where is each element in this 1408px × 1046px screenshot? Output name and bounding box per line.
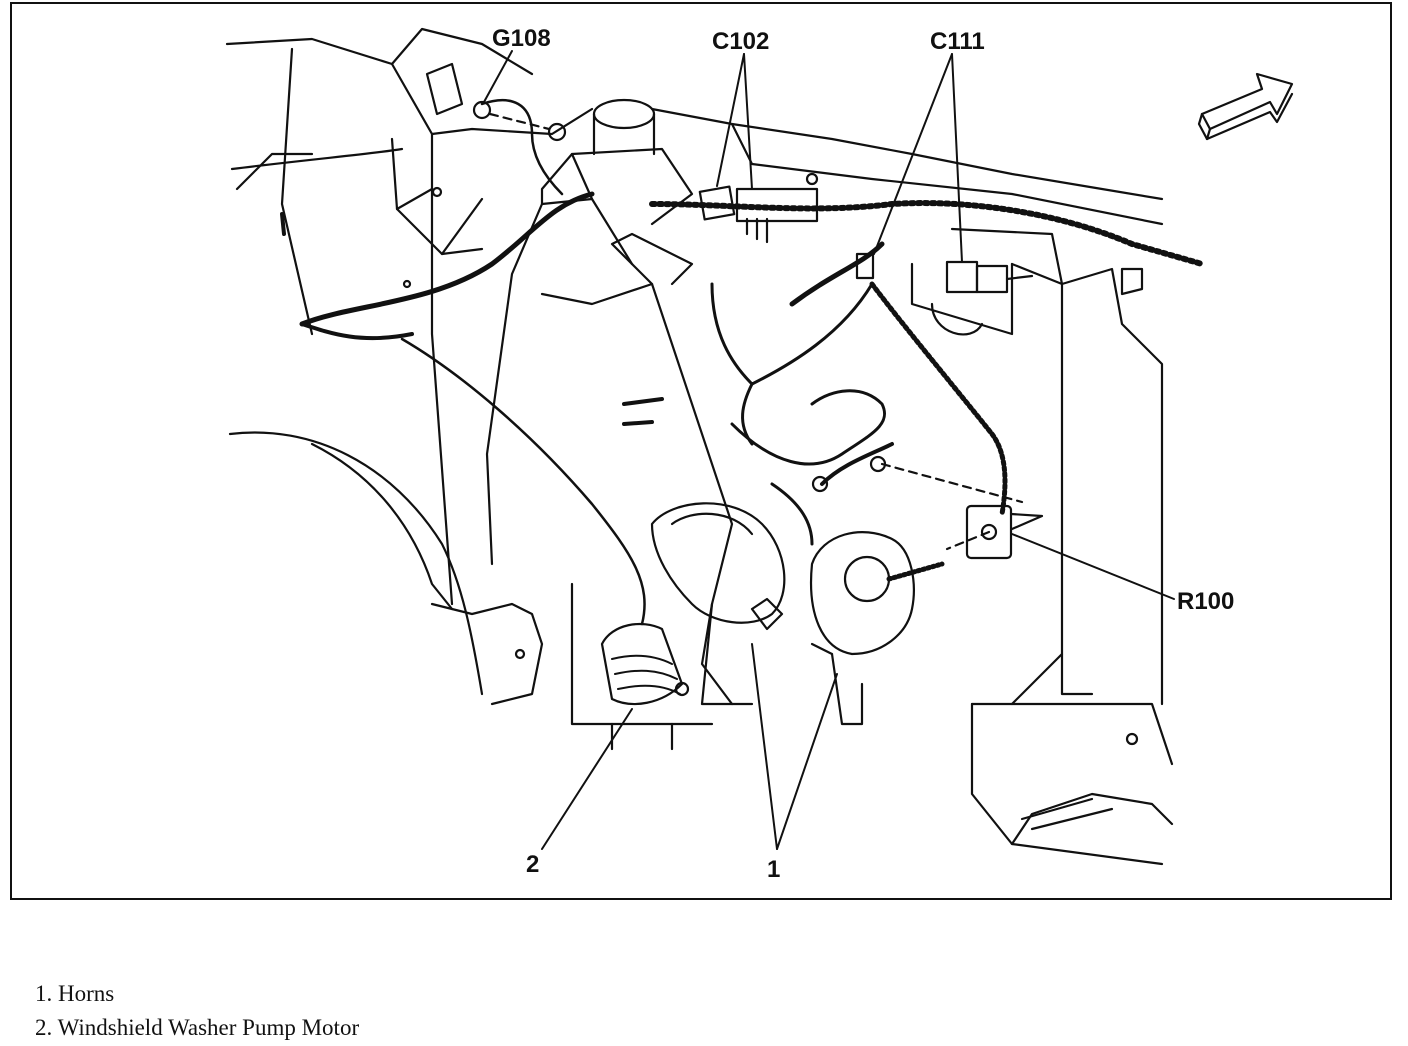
diagram-frame: G108 C102 C111 R100 2 1: [10, 2, 1392, 900]
r100-resistor: [811, 455, 1044, 560]
radiator-support-outline: [910, 227, 1174, 866]
horn-right: [810, 531, 945, 726]
c102-connectors: [698, 172, 819, 244]
leader-lines: [483, 50, 1175, 850]
g108-ground-point: [425, 62, 567, 142]
legend: 1. Horns 2. Windshield Washer Pump Motor: [35, 977, 359, 1045]
horn-left: [650, 502, 786, 706]
callout-g108: G108: [492, 25, 551, 52]
fender-outline: [228, 132, 544, 706]
callout-c111: C111: [930, 28, 985, 55]
body-panel-outline: [225, 27, 1164, 336]
callout-2: 2: [526, 851, 539, 878]
legend-item-horns: 1. Horns: [35, 981, 115, 1006]
callout-r100: R100: [1177, 588, 1234, 615]
callout-1: 1: [767, 856, 780, 883]
washer-pump-motor: [600, 622, 690, 706]
c111-connector: [855, 252, 1034, 294]
washer-fluid-reservoir: [485, 98, 734, 751]
callout-c102: C102: [712, 28, 769, 55]
front-direction-arrow-icon: [1197, 72, 1294, 141]
component-locator-drawing: G108 C102 C111 R100 2 1: [225, 25, 1294, 883]
legend-item-washer-pump-motor: 2. Windshield Washer Pump Motor: [35, 1015, 360, 1040]
